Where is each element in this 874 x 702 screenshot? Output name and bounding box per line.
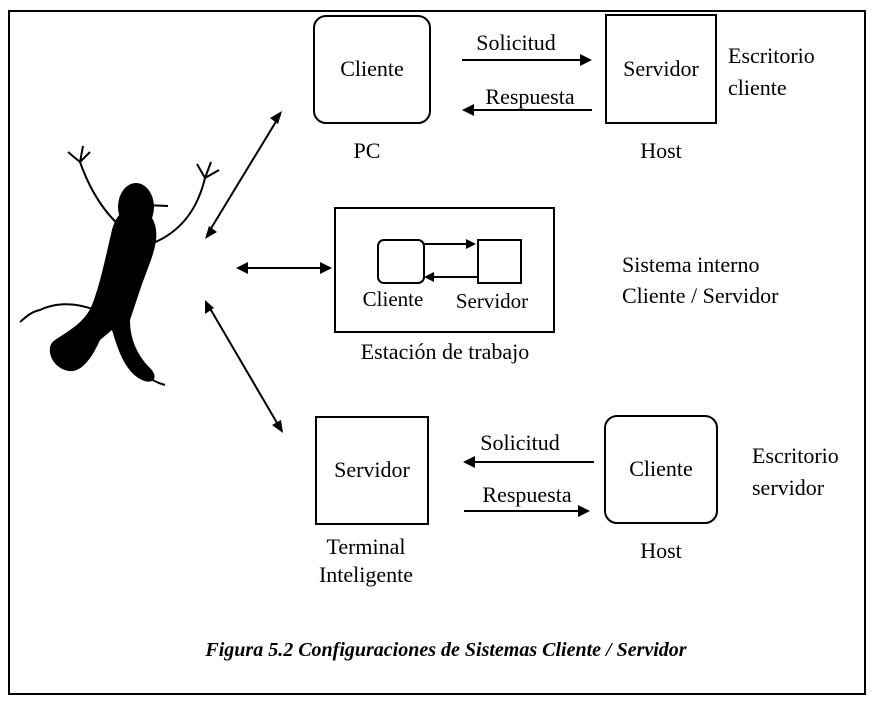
figure-arrow-bottom	[205, 300, 283, 433]
inner-client-box	[377, 239, 425, 284]
bottom-server-label: Servidor	[334, 457, 410, 482]
top-response-label: Respuesta	[485, 84, 574, 109]
bottom-response-label: Respuesta	[482, 482, 571, 507]
top-client-caption: PC	[354, 138, 381, 163]
top-server-box	[605, 14, 717, 124]
bottom-side-label-2: servidor	[752, 475, 825, 500]
bottom-side-label-1: Escritorio	[752, 443, 839, 468]
bottom-client-label: Cliente	[629, 456, 693, 481]
middle-side-label-2: Cliente / Servidor	[622, 283, 779, 308]
top-request-label: Solicitud	[476, 30, 555, 55]
workstation-box	[334, 207, 555, 333]
stick-figure-image	[19, 145, 220, 386]
figure-frame	[8, 10, 866, 695]
figure-arrow-middle	[236, 262, 332, 274]
workstation-caption: Estación de trabajo	[361, 339, 530, 364]
bottom-client-caption: Host	[640, 538, 682, 563]
middle-side-label-1: Sistema interno	[622, 252, 759, 277]
inner-server-label: Servidor	[456, 289, 528, 313]
bottom-request-label: Solicitud	[480, 430, 559, 455]
top-server-caption: Host	[640, 138, 682, 163]
bottom-server-caption-2: Inteligente	[319, 562, 413, 587]
bottom-server-caption-1: Terminal	[326, 534, 405, 559]
figure-arrow-top	[205, 111, 282, 239]
inner-client-label: Cliente	[363, 287, 424, 311]
top-client-label: Cliente	[340, 56, 404, 81]
top-client-box	[313, 15, 431, 124]
figure-caption: Figura 5.2 Configuraciones de Sistemas C…	[204, 639, 686, 661]
bottom-server-box	[315, 416, 429, 525]
top-side-label-2: cliente	[728, 75, 787, 100]
bottom-client-box	[604, 415, 718, 524]
inner-server-box	[477, 239, 522, 284]
top-server-label: Servidor	[623, 56, 699, 81]
top-side-label-1: Escritorio	[728, 43, 815, 68]
